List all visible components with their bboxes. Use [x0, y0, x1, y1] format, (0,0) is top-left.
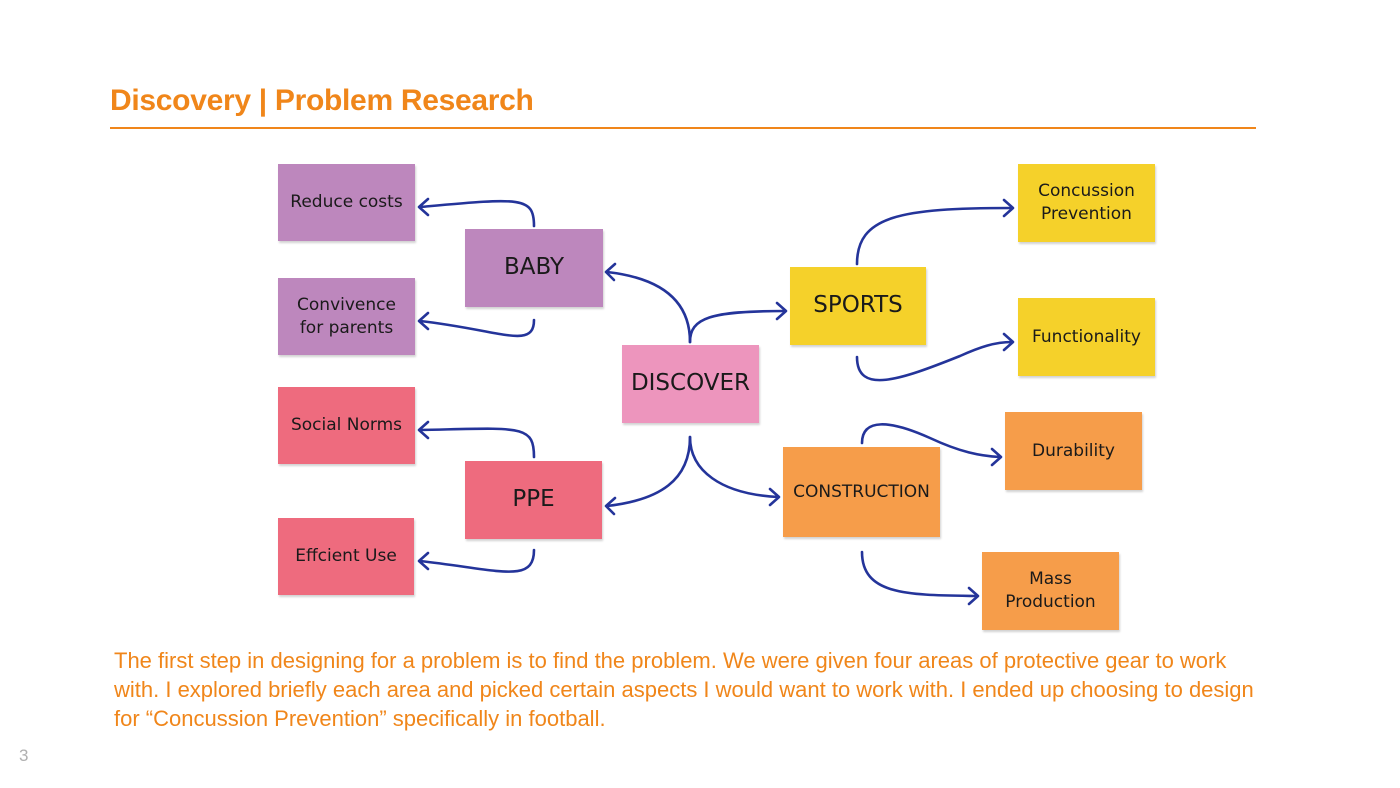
arrowhead-functionality — [1002, 332, 1015, 352]
arrow-construction-to-mass-production — [860, 550, 979, 598]
arrowhead-effcient-use — [417, 551, 430, 571]
note-label: Social Norms — [290, 415, 403, 436]
arrow-sports-to-functionality — [855, 340, 1014, 382]
arrowhead-reduce-costs — [417, 197, 430, 217]
node-sports: SPORTS — [790, 267, 926, 345]
note-effcient-use: Effcient Use — [278, 518, 414, 595]
arrowhead-concussion — [1002, 198, 1015, 218]
title-divider — [110, 127, 1256, 129]
arrowhead-mass-production — [967, 586, 980, 606]
arrow-discover-to-construction — [688, 435, 780, 499]
arrowhead-durability — [990, 447, 1003, 467]
arrow-baby-to-convivence — [418, 318, 536, 338]
description-paragraph: The first step in designing for a proble… — [114, 648, 1254, 731]
node-label: CONSTRUCTION — [793, 481, 930, 502]
note-label: Concussion Prevention — [1038, 181, 1135, 224]
note-durability: Durability — [1005, 412, 1142, 490]
node-baby: BABY — [465, 229, 603, 307]
arrowhead-social-norms — [417, 420, 430, 440]
arrowhead-convivence — [417, 311, 430, 331]
arrow-ppe-to-social-norms — [418, 427, 536, 459]
arrowhead-ppe — [604, 496, 617, 516]
arrow-discover-to-baby — [605, 270, 692, 344]
slide-title: Discovery | Problem Research — [110, 84, 534, 117]
node-label: SPORTS — [813, 292, 903, 319]
note-label: Mass Production — [1005, 569, 1096, 612]
node-label: PPE — [512, 486, 555, 513]
node-discover: DISCOVER — [622, 345, 759, 423]
arrowhead-baby — [604, 262, 617, 282]
note-reduce-costs: Reduce costs — [278, 164, 415, 241]
page-number: 3 — [19, 746, 29, 765]
note-label: Convivence for parents — [297, 294, 396, 338]
note-social-norms: Social Norms — [278, 387, 415, 464]
arrow-sports-to-concussion — [855, 206, 1014, 266]
note-convivence-for-parents: Convivence for parents — [278, 278, 415, 355]
arrow-ppe-to-effcient-use — [418, 548, 536, 573]
note-label: Effcient Use — [295, 546, 397, 567]
note-functionality: Functionality — [1018, 298, 1155, 376]
node-ppe: PPE — [465, 461, 602, 539]
arrow-baby-to-reduce-costs — [418, 199, 536, 228]
note-concussion-prevention: Concussion Prevention — [1018, 164, 1155, 242]
node-construction: CONSTRUCTION — [783, 447, 940, 537]
note-mass-production: Mass Production — [982, 552, 1119, 630]
arrowhead-sports — [775, 301, 788, 321]
arrowhead-construction — [768, 487, 781, 507]
note-label: Reduce costs — [290, 192, 403, 213]
arrow-discover-to-sports — [688, 309, 787, 344]
node-label: BABY — [503, 254, 565, 281]
node-label: DISCOVER — [630, 370, 751, 397]
note-label: Functionality — [1032, 326, 1141, 347]
note-label: Durability — [1032, 440, 1115, 461]
arrow-discover-to-ppe — [605, 435, 692, 508]
